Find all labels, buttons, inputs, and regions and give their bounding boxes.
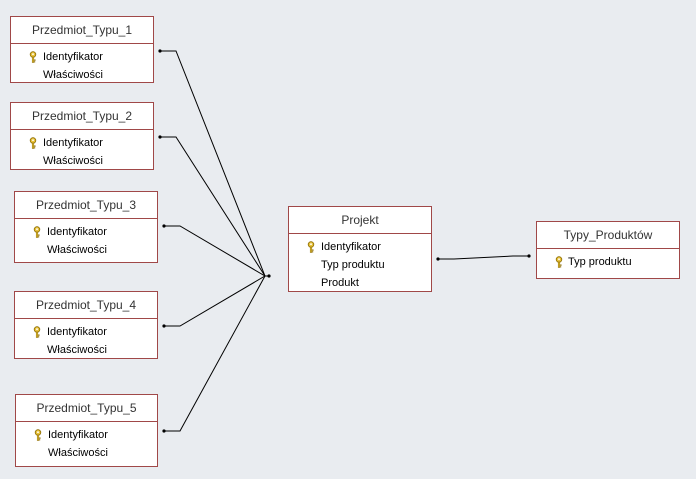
table-title[interactable]: Przedmiot_Typu_3 [15,192,157,219]
field-identyfikator[interactable]: Identyfikator [15,223,157,241]
table-typy-produktow[interactable]: Typy_Produktów Typ produktu [536,221,680,279]
relation-endpoint [158,135,162,139]
field-wlasciwosci[interactable]: Właściwości [11,66,153,84]
field-wlasciwosci[interactable]: Właściwości [16,444,157,462]
relation-endpoint [158,49,162,53]
field-identyfikator[interactable]: Identyfikator [289,238,431,256]
relation-endpoint [527,254,531,258]
field-label: Właściwości [43,69,103,81]
key-icon [29,137,37,149]
field-label: Właściwości [47,244,107,256]
relation-endpoint [436,257,440,261]
relation-line-projekt-typy [438,255,529,260]
key-icon [29,51,37,63]
relation-endpoint [162,224,166,228]
table-przedmiot-typu-5[interactable]: Przedmiot_Typu_5 Identyfikator Właściwoś… [15,394,158,467]
table-title[interactable]: Przedmiot_Typu_4 [15,292,157,319]
table-przedmiot-typu-2[interactable]: Przedmiot_Typu_2 Identyfikator Właściwoś… [10,102,154,170]
field-label: Właściwości [47,344,107,356]
table-przedmiot-typu-4[interactable]: Przedmiot_Typu_4 Identyfikator Właściwoś… [14,291,158,359]
key-icon [34,429,42,441]
table-title[interactable]: Przedmiot_Typu_1 [11,17,153,44]
field-identyfikator[interactable]: Identyfikator [15,323,157,341]
relation-line-typ2-projekt [160,136,269,277]
field-label: Typ produktu [321,259,385,271]
relation-line-typ5-projekt [164,275,269,432]
field-label: Identyfikator [43,137,103,149]
key-icon [33,226,41,238]
table-przedmiot-typu-1[interactable]: Przedmiot_Typu_1 Identyfikator Właściwoś… [10,16,154,83]
field-wlasciwosci[interactable]: Właściwości [11,152,153,170]
field-produkt[interactable]: Produkt [289,274,431,292]
field-typ-produktu[interactable]: Typ produktu [289,256,431,274]
table-title[interactable]: Projekt [289,207,431,234]
relation-endpoint [162,429,166,433]
key-icon [555,256,563,268]
relation-line-typ1-projekt [160,50,269,277]
field-wlasciwosci[interactable]: Właściwości [15,341,157,359]
relation-endpoint [162,324,166,328]
field-label: Identyfikator [321,241,381,253]
field-identyfikator[interactable]: Identyfikator [16,426,157,444]
relation-endpoint [267,274,271,278]
field-label: Typ produktu [568,256,632,268]
key-icon [307,241,315,253]
table-przedmiot-typu-3[interactable]: Przedmiot_Typu_3 Identyfikator Właściwoś… [14,191,158,263]
table-projekt[interactable]: Projekt Identyfikator Typ produktu Produ… [288,206,432,292]
relation-line-typ3-projekt [164,225,269,277]
field-wlasciwosci[interactable]: Właściwości [15,241,157,259]
field-label: Identyfikator [47,226,107,238]
table-title[interactable]: Przedmiot_Typu_2 [11,103,153,130]
field-label: Właściwości [43,155,103,167]
field-label: Właściwości [48,447,108,459]
field-label: Produkt [321,277,359,289]
key-icon [33,326,41,338]
field-identyfikator[interactable]: Identyfikator [11,134,153,152]
field-typ-produktu[interactable]: Typ produktu [537,253,679,271]
field-identyfikator[interactable]: Identyfikator [11,48,153,66]
field-label: Identyfikator [43,51,103,63]
table-title[interactable]: Typy_Produktów [537,222,679,249]
relation-line-typ4-projekt [164,275,269,327]
table-title[interactable]: Przedmiot_Typu_5 [16,395,157,422]
field-label: Identyfikator [48,429,108,441]
field-label: Identyfikator [47,326,107,338]
